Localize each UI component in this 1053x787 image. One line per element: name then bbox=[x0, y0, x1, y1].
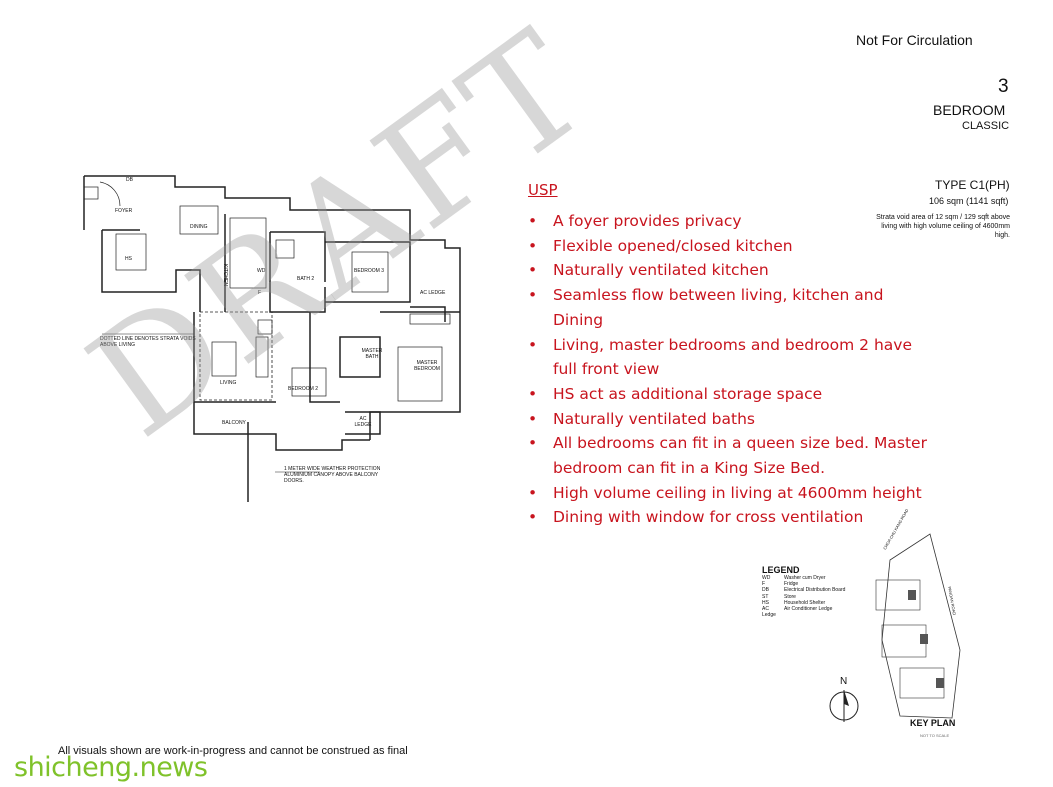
legend-key: ST bbox=[762, 593, 769, 600]
usp-item: Naturally ventilated kitchen bbox=[528, 258, 928, 283]
legend-value: Store bbox=[784, 593, 796, 600]
usp-title: USP bbox=[528, 181, 558, 199]
fp-label-dining: DINING bbox=[190, 224, 208, 230]
legend: LEGEND WD Washer cum Dryer F Fridge DB Elec… bbox=[762, 565, 872, 618]
usp-item: HS act as additional storage space bbox=[528, 382, 928, 407]
key-plan-subtitle: NOT TO SCALE bbox=[920, 733, 950, 738]
void-note: Strata void area of 12 sqm / 129 sqft ab… bbox=[876, 214, 1010, 239]
legend-key: WD bbox=[762, 575, 771, 581]
usp-item: A foyer provides privacy bbox=[528, 209, 928, 234]
usp-item: Naturally ventilated baths bbox=[528, 407, 928, 432]
legend-row: DB Electrical Distribution Board bbox=[762, 587, 872, 593]
usp-item: Dining with window for cross ventilation bbox=[528, 505, 928, 530]
key-plan-drawing bbox=[875, 533, 961, 719]
key-plan: CHOA CHU KANG ROAD PANDAN ROAD bbox=[860, 508, 970, 720]
fp-label-f: F bbox=[258, 290, 262, 296]
north-arrow-icon bbox=[829, 690, 859, 722]
legend-key: DB bbox=[762, 587, 769, 594]
fp-label-master-bedroom: MASTER BEDROOM bbox=[414, 360, 440, 372]
legend-value: Electrical Distribution Board bbox=[784, 587, 846, 594]
usp-item: High volume ceiling in living at 4600mm … bbox=[528, 481, 928, 506]
floor-plan: DB FOYER DINING HS KITCHEN WD F BATH 2 B… bbox=[80, 172, 470, 512]
north-arrow: N bbox=[827, 676, 861, 724]
north-label: N bbox=[840, 676, 848, 687]
legend-row: HS Household Shelter bbox=[762, 600, 872, 606]
bedroom-label: BEDROOM bbox=[933, 102, 1006, 118]
fp-label-ac-ledge-bottom: AC LEDGE bbox=[354, 416, 372, 428]
site-watermark: shicheng.news bbox=[14, 752, 208, 783]
fp-label-wd: WD bbox=[257, 268, 266, 274]
fp-label-master-bath: MASTER BATH bbox=[361, 348, 383, 360]
unit-area: 106 sqm (1141 sqft) bbox=[929, 196, 1009, 206]
fp-label-ac-ledge-top: AC LEDGE bbox=[420, 290, 446, 296]
category-label: CLASSIC bbox=[962, 120, 1010, 132]
legend-value: Fridge bbox=[784, 581, 799, 588]
legend-row: F Fridge bbox=[762, 581, 872, 587]
fp-label-balcony: BALCONY bbox=[222, 420, 246, 426]
unit-type: TYPE C1(PH) bbox=[935, 178, 1010, 192]
fp-label-db: DB bbox=[126, 177, 133, 183]
legend-key: AC Ledge bbox=[762, 606, 776, 619]
legend-row: ST Store bbox=[762, 594, 872, 600]
fp-label-kitchen: KITCHEN bbox=[222, 264, 228, 286]
legend-key: HS bbox=[762, 599, 769, 606]
fp-label-foyer: FOYER bbox=[115, 208, 133, 214]
fp-label-bedroom2: BEDROOM 2 bbox=[288, 386, 319, 392]
legend-title: LEGEND bbox=[762, 565, 800, 575]
legend-value: Washer cum Dryer bbox=[784, 575, 826, 581]
circulation-note: Not For Circulation bbox=[856, 32, 973, 48]
fp-label-hs: HS bbox=[125, 256, 132, 262]
legend-row: WD Washer cum Dryer bbox=[762, 575, 872, 581]
bedroom-count: 3 bbox=[998, 76, 1009, 97]
fp-label-bath2: BATH 2 bbox=[297, 276, 315, 282]
usp-item: All bedrooms can fit in a queen size bed… bbox=[528, 431, 928, 480]
disclaimer: All visuals shown are work-in-progress a… bbox=[58, 745, 408, 757]
usp-item: Flexible opened/closed kitchen bbox=[528, 234, 928, 259]
legend-row: AC Ledge Air Conditioner Ledge bbox=[762, 606, 872, 618]
usp-list: A foyer provides privacy Flexible opened… bbox=[528, 209, 928, 530]
legend-value: Household Shelter bbox=[784, 599, 826, 606]
fp-canopy-note: 1 METER WIDE WEATHER PROTECTION ALUMINIU… bbox=[284, 466, 381, 484]
fp-label-living: LIVING bbox=[220, 380, 237, 386]
legend-value: Air Conditioner Ledge bbox=[784, 606, 833, 613]
fp-dotted-note: DOTTED LINE DENOTES STRATA VOIDS ABOVE L… bbox=[100, 336, 196, 348]
usp-item: Seamless flow between living, kitchen an… bbox=[528, 283, 928, 332]
usp-item: Living, master bedrooms and bedroom 2 ha… bbox=[528, 333, 928, 382]
legend-key: F bbox=[762, 581, 766, 588]
usp-section: USP A foyer provides privacy Flexible op… bbox=[528, 181, 928, 530]
fp-label-bedroom3: BEDROOM 3 bbox=[354, 268, 385, 274]
key-plan-title: KEY PLAN bbox=[910, 718, 956, 728]
floor-plan-drawing bbox=[83, 175, 461, 502]
